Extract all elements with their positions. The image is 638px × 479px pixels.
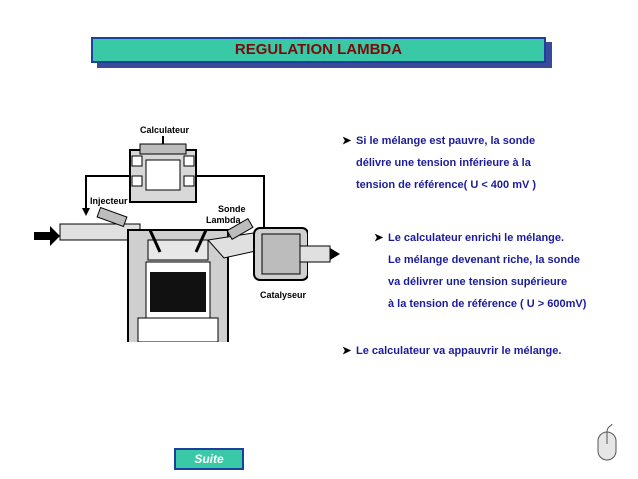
calculateur-box xyxy=(129,136,197,203)
bullet-1-line-2: délivre une tension inférieure à la xyxy=(356,157,531,169)
mouse-icon[interactable] xyxy=(596,424,620,464)
exhaust-outlet xyxy=(300,245,340,263)
page-title: REGULATION LAMBDA xyxy=(91,37,546,63)
label-lambda: Lambda xyxy=(206,215,242,225)
bullet-2-line-4: à la tension de référence ( U > 600mV) xyxy=(388,298,587,310)
bullet-2-line-3: va délivrer une tension supérieure xyxy=(388,276,568,288)
label-sonde: Sonde xyxy=(218,204,246,214)
label-injecteur: Injecteur xyxy=(90,196,128,206)
arrow-bullet-icon: ➤ xyxy=(342,345,352,357)
label-calculateur: Calculateur xyxy=(140,125,190,135)
bullet-3: ➤ Le calculateur va appauvrir le mélange… xyxy=(342,340,562,362)
exhaust-arrow-icon xyxy=(330,248,340,260)
bullet-1: ➤ Si le mélange est pauvre, la sonde dél… xyxy=(342,130,537,196)
bullet-3-line-1: Le calculateur va appauvrir le mélange. xyxy=(356,345,562,357)
intake-arrow-icon xyxy=(34,226,60,246)
arrow-bullet-icon: ➤ xyxy=(342,135,352,147)
bullet-1-line-3: tension de référence( U < 400 mV ) xyxy=(356,179,537,191)
engine-diagram: Calculateur Injecteur Sonde Lambda Catal… xyxy=(34,125,308,342)
engine-block xyxy=(127,229,229,342)
bullet-2: ➤ Le calculateur enrichi le mélange. Le … xyxy=(374,227,587,315)
bullet-2-line-2: Le mélange devenant riche, la sonde xyxy=(388,254,580,266)
bullet-1-line-1: Si le mélange est pauvre, la sonde xyxy=(356,135,536,147)
arrow-bullet-icon: ➤ xyxy=(374,232,384,244)
suite-button[interactable]: Suite xyxy=(174,448,244,470)
injecteur xyxy=(96,206,128,228)
label-catalyseur: Catalyseur xyxy=(260,290,307,300)
bullet-2-line-1: Le calculateur enrichi le mélange. xyxy=(388,232,565,244)
catalyseur xyxy=(253,227,308,281)
